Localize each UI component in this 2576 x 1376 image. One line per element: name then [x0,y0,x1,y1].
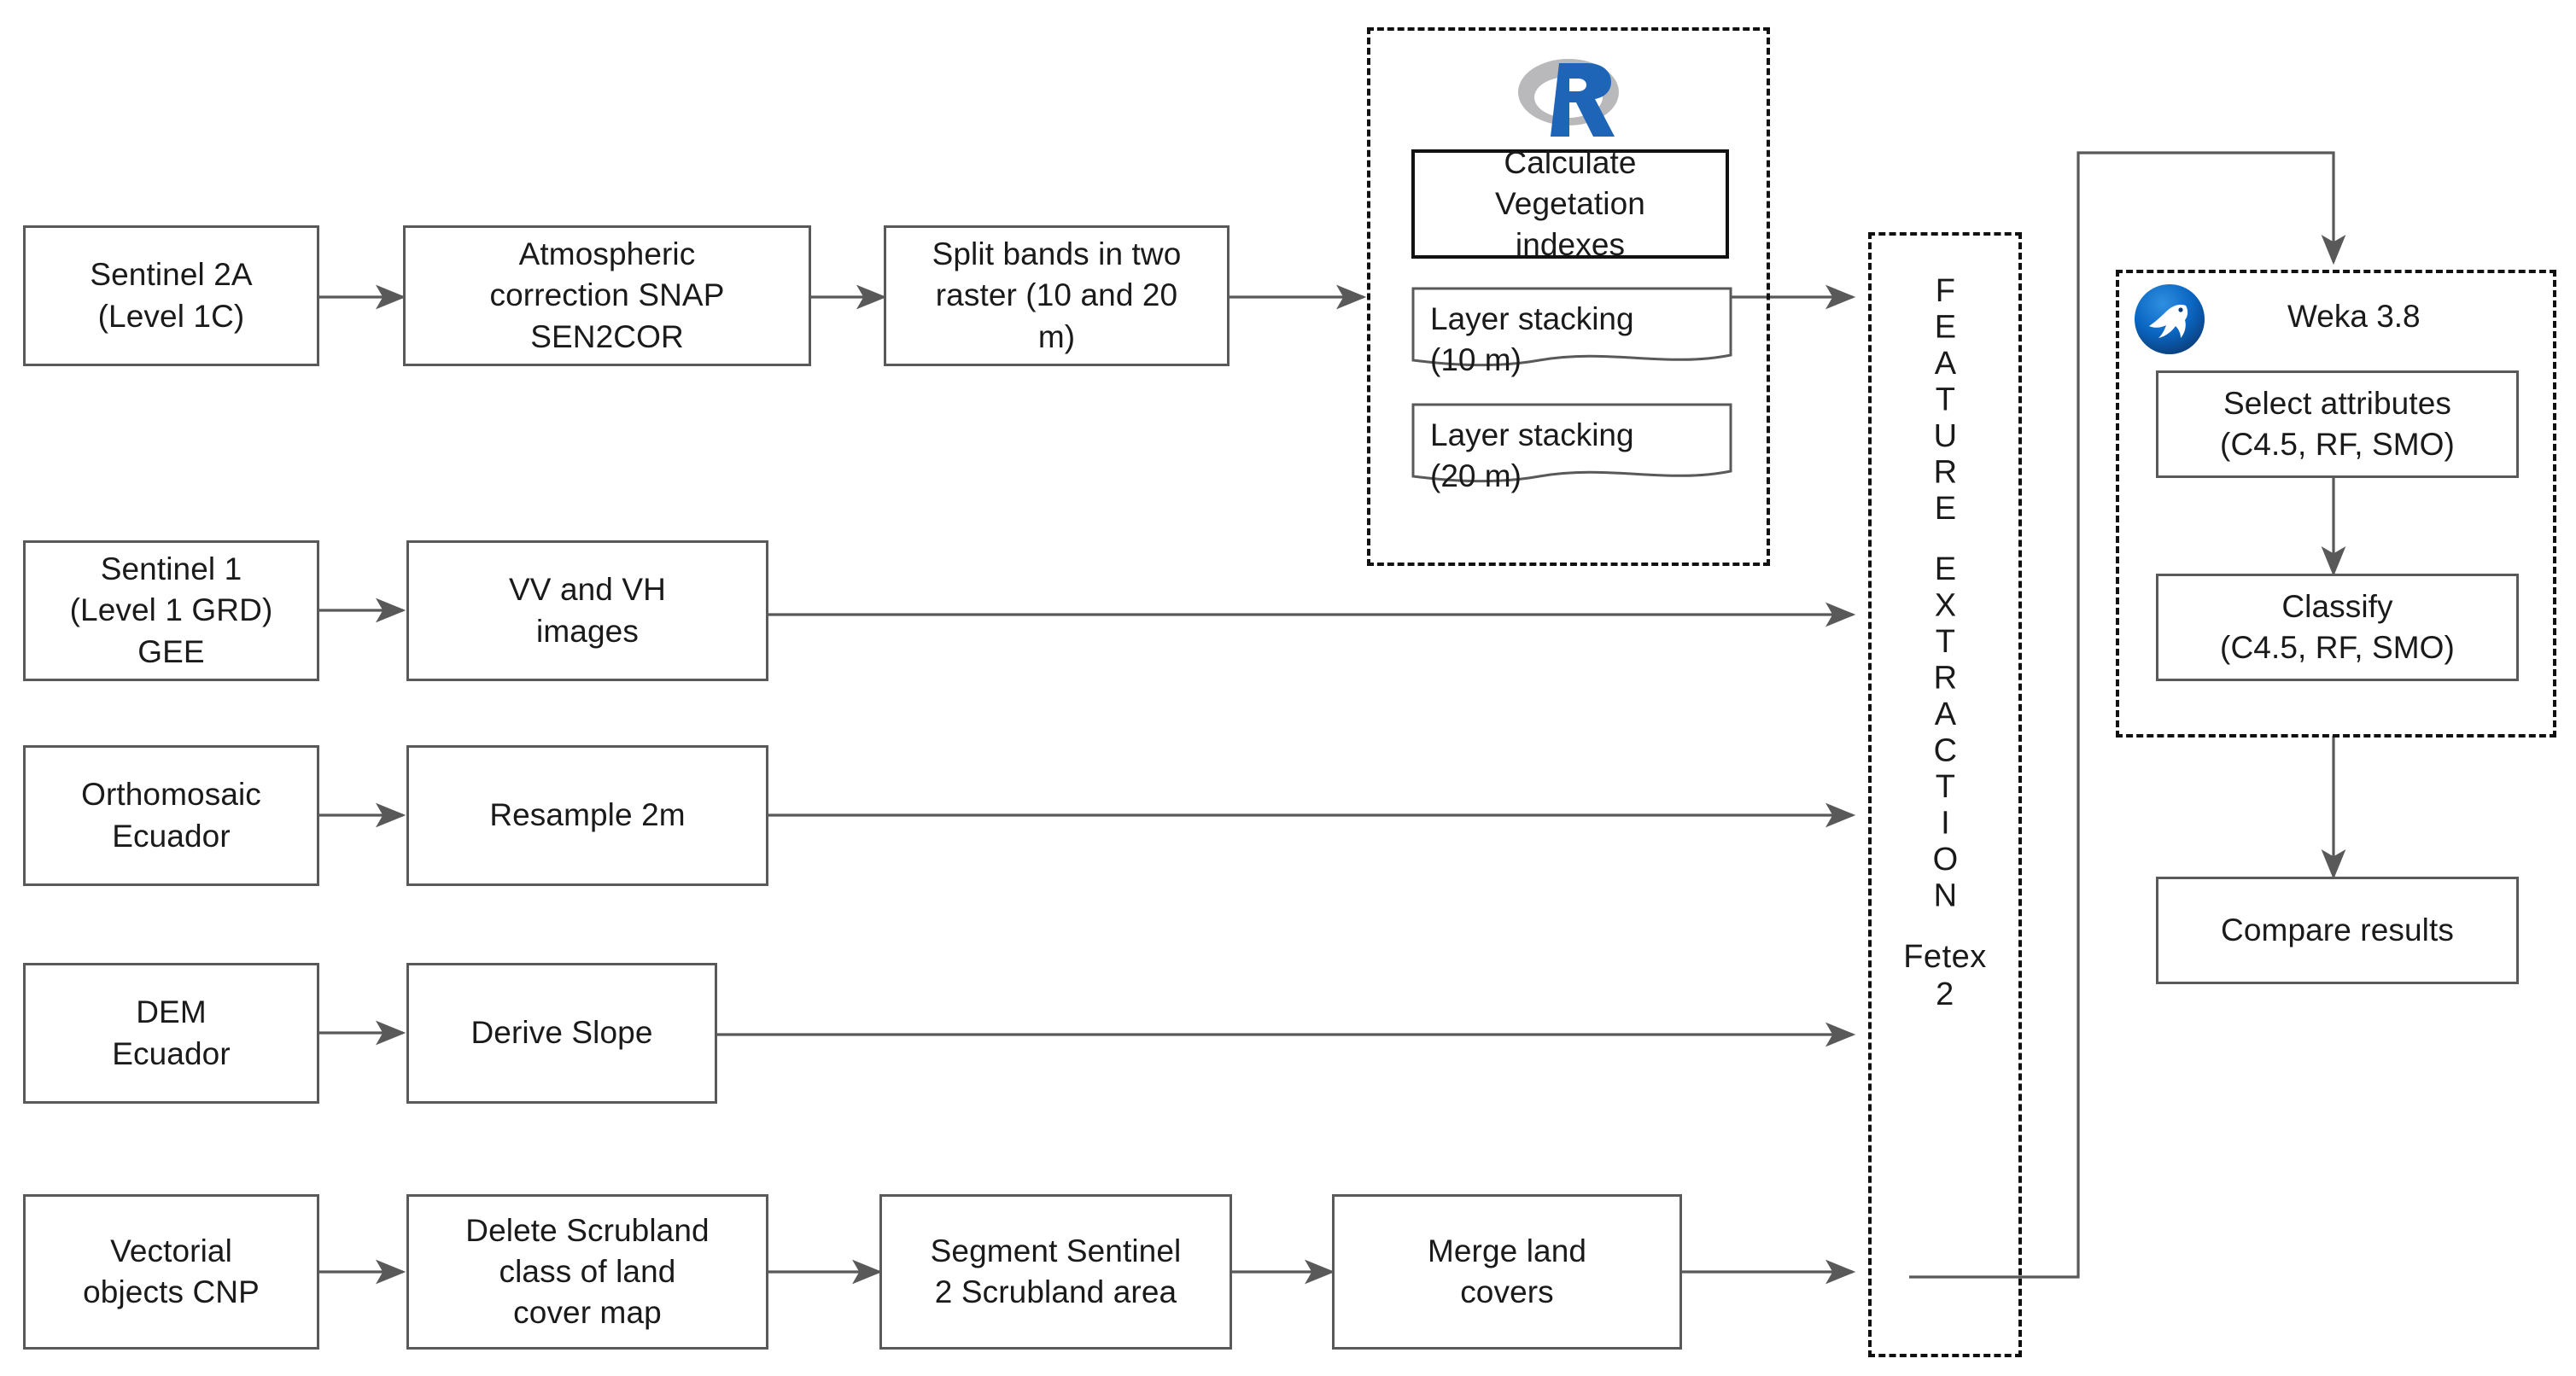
node-merge-land-covers[interactable]: Merge land covers [1332,1194,1682,1350]
node-classify[interactable]: Classify (C4.5, RF, SMO) [2156,574,2519,681]
node-dem-ecuador[interactable]: DEM Ecuador [23,963,319,1104]
node-layer-stacking-10m-shape[interactable] [1411,287,1732,372]
node-layer-stacking-10m-label: Layer stacking (10 m) [1430,301,1634,378]
node-resample-2m[interactable]: Resample 2m [406,745,768,886]
weka-version-label: Weka 3.8 [2287,299,2421,334]
node-layer-stacking-20m-shape[interactable] [1411,403,1732,488]
feature-extraction-tool-name: Fetex [1903,938,1987,975]
node-compare-results[interactable]: Compare results [2156,877,2519,984]
node-split-bands[interactable]: Split bands in two raster (10 and 20 m) [884,225,1230,366]
node-derive-slope[interactable]: Derive Slope [406,963,717,1104]
node-delete-scrubland[interactable]: Delete Scrubland class of land cover map [406,1194,768,1350]
node-select-attributes[interactable]: Select attributes (C4.5, RF, SMO) [2156,370,2519,478]
feature-extraction-line1: FEATURE [1927,273,1964,528]
weka-software-group [2116,270,2556,738]
node-sentinel-2a[interactable]: Sentinel 2A (Level 1C) [23,225,319,366]
node-atmospheric-correction[interactable]: Atmospheric correction SNAP SEN2COR [403,225,811,366]
node-sentinel-1[interactable]: Sentinel 1 (Level 1 GRD) GEE [23,540,319,681]
feature-extraction-tool-version: 2 [1936,976,1954,1012]
node-orthomosaic-ecuador[interactable]: Orthomosaic Ecuador [23,745,319,886]
r-software-group [1367,27,1770,566]
node-vv-vh-images[interactable]: VV and VH images [406,540,768,681]
weka-bird-icon [2135,284,2205,354]
feature-extraction-label: FEATURE EXTRACTION Fetex 2 [1868,273,2022,1013]
node-calculate-vegetation-indexes[interactable]: Calculate Vegetation indexes [1411,145,1729,262]
node-segment-scrubland[interactable]: Segment Sentinel 2 Scrubland area [879,1194,1232,1350]
r-logo-icon [1518,59,1619,137]
node-layer-stacking-20m-label: Layer stacking (20 m) [1430,417,1634,494]
feature-extraction-line2: EXTRACTION [1927,551,1964,914]
arrow-group [319,151,2346,1285]
arrow-feature-to-weka [1909,151,2346,1279]
feature-extraction-group [1868,232,2022,1357]
node-vectorial-objects-cnp[interactable]: Vectorial objects CNP [23,1194,319,1350]
